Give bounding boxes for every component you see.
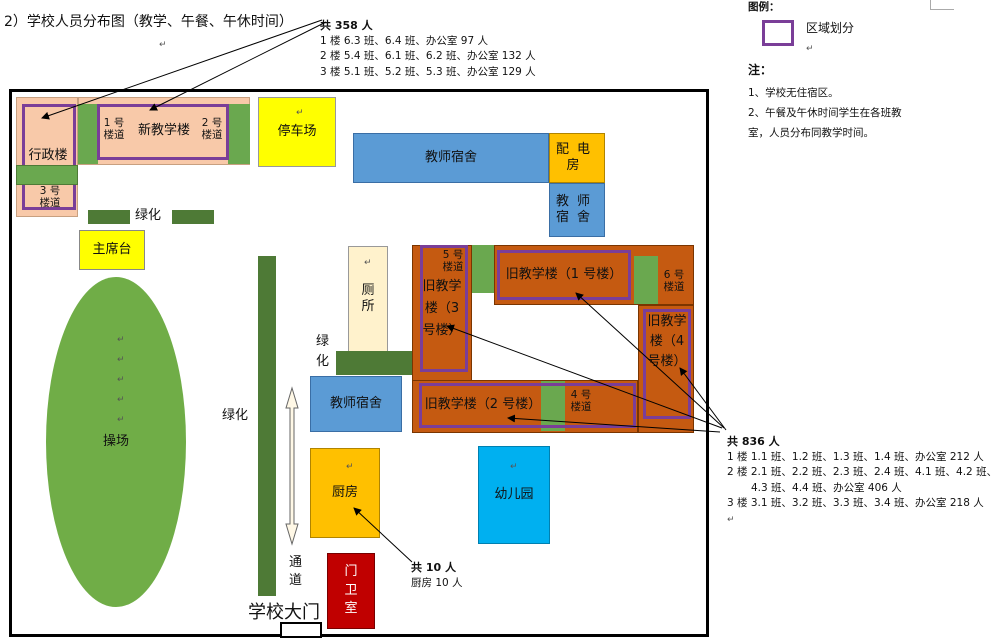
return-mark: ↵ — [117, 395, 125, 405]
old-building-floor-1: 1 楼 1.1 班、1.2 班、1.3 班、1.4 班、办公室 212 人 — [727, 451, 984, 464]
teacher-dorm-mid: 教师宿舍 — [310, 376, 402, 432]
return-mark: ↵ — [806, 44, 814, 54]
old-building-floor-2-cont: 4.3 班、4.4 班、办公室 406 人 — [751, 481, 902, 494]
old-building-4-zone-outline — [643, 309, 691, 419]
stair-5-label: 5 号 楼道 — [442, 249, 464, 273]
new-building-floor-2: 2 楼 5.4 班、6.1 班、6.2 班、办公室 132 人 — [320, 50, 536, 63]
school-boundary — [9, 89, 709, 637]
note-line-2: 2、午餐及午休时间学生在各班教 — [748, 106, 902, 119]
new-building-total: 共 358 人 — [320, 19, 373, 32]
kitchen-detail: 厨房 10 人 — [411, 577, 463, 590]
new-building-block — [78, 97, 250, 165]
old-building-3-zone-outline — [420, 245, 468, 372]
notes-body: 1、学校无住宿区。 2、午餐及午休时间学生在各班教 室，人员分布同教学时间。 — [748, 84, 902, 144]
arrow-to-old-building-1 — [575, 292, 725, 429]
greening-top-left-strip — [88, 210, 130, 224]
kitchen: 厨房 — [310, 448, 380, 538]
kindergarten: 幼儿园 — [478, 446, 550, 544]
return-mark: ↵ — [117, 335, 125, 345]
admin-zone-outline — [22, 104, 76, 210]
greening-mid-strip — [336, 351, 412, 375]
stair-6-label: 6 号 楼道 — [663, 269, 685, 293]
page-corner-mark — [930, 0, 954, 10]
greening-left-label: 绿化 — [222, 408, 249, 423]
school-gate-label: 学校大门 — [248, 602, 320, 623]
gate-room: 门卫室 — [327, 553, 375, 629]
new-building-green-right — [228, 104, 250, 164]
old-building-green-2 — [634, 256, 658, 304]
old-building-total: 共 836 人 — [727, 435, 780, 448]
stair-3-label: 3 号 楼道 — [39, 185, 61, 209]
old-building-2-label: 旧教学楼（2 号楼） — [424, 396, 542, 412]
greening-top-label: 绿化 — [135, 208, 162, 223]
old-building-green-1 — [472, 245, 494, 293]
power-room: 配电房 — [549, 133, 605, 183]
return-mark: ↵ — [117, 355, 125, 365]
teacher-dorm-small: 教师宿舍 — [549, 183, 605, 237]
new-building-label: 新教学楼 — [137, 122, 190, 138]
old-building-green-3 — [541, 381, 565, 431]
return-mark: ↵ — [296, 108, 304, 118]
kitchen-total: 共 10 人 — [411, 561, 456, 574]
note-line-3: 室，人员分布同教学时间。 — [748, 126, 874, 139]
arrow-to-new-building — [149, 21, 327, 111]
old-building-annotation: 共 836 人 1 楼 1.1 班、1.2 班、1.3 班、1.4 班、办公室 … — [727, 434, 997, 511]
old-building-floor-2: 2 楼 2.1 班、2.2 班、2.3 班、2.4 班、4.1 班、4.2 班、 — [727, 466, 998, 479]
notes-title: 注： — [748, 63, 773, 77]
kitchen-annotation: 共 10 人 厨房 10 人 — [411, 560, 463, 591]
teacher-dorm-top: 教师宿舍 — [353, 133, 549, 183]
old-building-1-block — [494, 245, 694, 305]
greening-left-strip — [258, 256, 276, 596]
parking-lot: 停车场 — [258, 97, 336, 167]
return-mark: ↵ — [364, 258, 372, 268]
legend-swatch — [762, 20, 794, 46]
return-mark: ↵ — [159, 40, 167, 50]
return-mark: ↵ — [510, 462, 518, 472]
playground: 操场 — [46, 277, 186, 607]
note-line-1: 1、学校无住宿区。 — [748, 87, 839, 99]
stair-4-label: 4 号 楼道 — [570, 389, 592, 413]
greening-top-right-strip — [172, 210, 214, 224]
return-mark: ↵ — [346, 462, 354, 472]
admin-building-label: 行政楼 — [28, 148, 68, 163]
new-building-zone-outline — [97, 104, 229, 160]
rostrum: 主席台 — [79, 230, 145, 270]
old-building-1-label: 旧教学楼（1 号楼） — [505, 266, 623, 282]
return-mark: ↵ — [117, 375, 125, 385]
legend-item-label: 区域划分 — [806, 21, 855, 35]
old-building-2-zone-outline — [419, 383, 636, 428]
old-building-1-zone-outline — [497, 250, 631, 300]
arrow-to-admin — [41, 19, 323, 120]
new-building-annotation: 共 358 人 1 楼 6.3 班、6.4 班、办公室 97 人 2 楼 5.4… — [320, 18, 536, 80]
new-building-floor-1: 1 楼 6.3 班、6.4 班、办公室 97 人 — [320, 35, 488, 48]
old-building-3-label: 旧教学楼（3号楼） — [422, 279, 462, 338]
greening-mid-label: 绿化 — [316, 334, 330, 369]
stair-2-label: 2 号 楼道 — [201, 117, 223, 141]
arrow-to-old-building-2 — [507, 414, 721, 433]
arrow-to-old-building-3 — [446, 324, 723, 429]
new-building-green-left — [78, 104, 98, 164]
passage-label: 通道 — [289, 555, 303, 589]
page-title: 2）学校人员分布图（教学、午餐、午休时间） — [4, 14, 293, 30]
legend-title: 图例： — [748, 1, 780, 13]
arrow-to-kitchen — [353, 507, 413, 563]
arrow-to-old-building-4 — [679, 367, 727, 431]
return-mark: ↵ — [727, 515, 735, 525]
old-building-floor-3: 3 楼 3.1 班、3.2 班、3.3 班、3.4 班、办公室 218 人 — [727, 496, 984, 509]
admin-green-strip — [16, 165, 78, 185]
return-mark: ↵ — [117, 415, 125, 425]
school-gate-opening — [280, 622, 322, 638]
old-building-4-label: 旧教学楼（4号楼） — [647, 314, 687, 369]
toilet: 厕所 — [348, 246, 388, 352]
passage-double-arrow — [285, 386, 299, 546]
stair-1-label: 1 号 楼道 — [103, 117, 125, 141]
new-building-floor-3: 3 楼 5.1 班、5.2 班、5.3 班、办公室 129 人 — [320, 65, 536, 78]
